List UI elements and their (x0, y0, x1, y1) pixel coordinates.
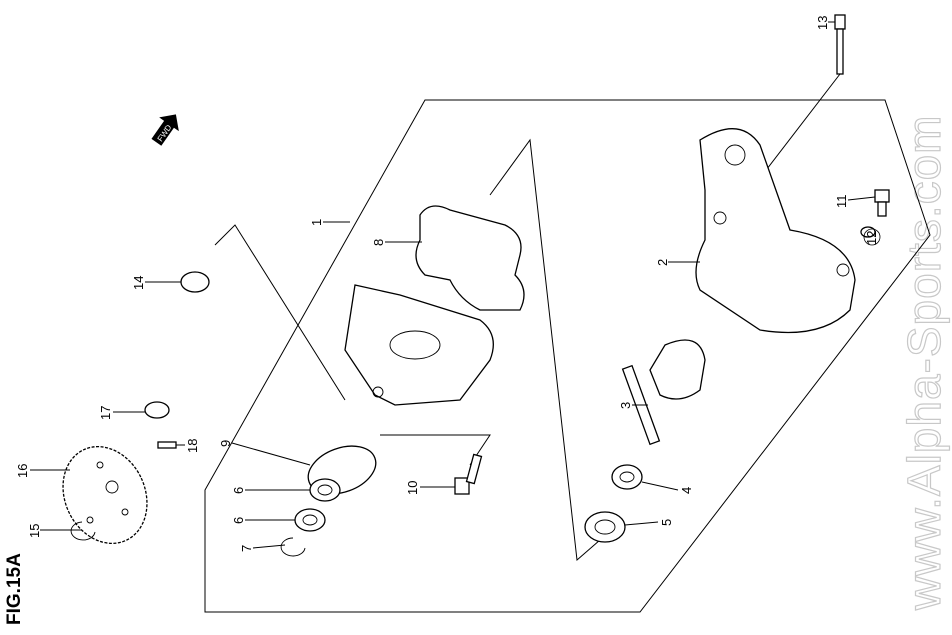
label-5: 5 (659, 519, 674, 526)
label-15: 15 (27, 524, 42, 538)
bearing-6a (309, 478, 341, 502)
circlip-15 (70, 521, 96, 541)
mechanical-seal-4 (611, 464, 643, 490)
bolt-10 (454, 453, 483, 495)
circlip-7 (280, 537, 306, 557)
fwd-arrow-icon: FWD (151, 114, 179, 146)
pump-cover-2 (695, 127, 856, 334)
gear-16 (62, 445, 148, 545)
gasket-8 (415, 205, 525, 311)
label-6a: 6 (231, 487, 246, 494)
label-17: 17 (98, 406, 113, 420)
part-labels: 13 11 12 2 8 1 14 17 18 16 15 9 6 6 7 10… (15, 16, 881, 552)
pump-body-1 (344, 284, 494, 406)
o-ring-14 (180, 271, 210, 293)
label-4: 4 (679, 487, 694, 494)
assembly-1-outline (204, 99, 931, 613)
label-18: 18 (185, 439, 200, 453)
bearing-6b (294, 508, 326, 532)
label-3: 3 (618, 402, 633, 409)
label-7: 7 (239, 545, 254, 552)
label-12: 12 (863, 228, 881, 246)
oil-seal-5 (584, 511, 626, 543)
label-8: 8 (371, 239, 386, 246)
label-6b: 6 (231, 517, 246, 524)
figure-title: FIG.15A (4, 553, 25, 625)
label-13: 13 (815, 16, 830, 30)
label-11: 11 (834, 195, 849, 209)
watermark: www.Alpha-Sports.com (898, 115, 950, 612)
bolt-11 (874, 189, 890, 217)
label-14: 14 (131, 276, 146, 290)
label-10: 10 (405, 481, 420, 495)
washer-17 (144, 401, 170, 419)
pin-18 (157, 441, 177, 449)
label-16: 16 (15, 464, 30, 478)
label-1: 1 (309, 219, 324, 226)
label-2: 2 (655, 259, 670, 266)
svg-text:12: 12 (864, 231, 879, 245)
label-9: 9 (218, 440, 233, 447)
leader-lines (30, 21, 876, 549)
impeller-3 (621, 339, 706, 446)
